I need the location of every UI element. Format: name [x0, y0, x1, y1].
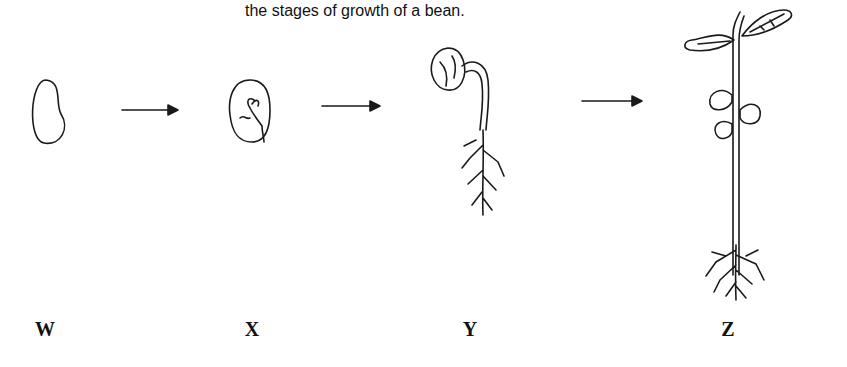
caption-text: the stages of growth of a bean. — [245, 2, 465, 20]
stage-arrow — [322, 105, 370, 107]
germinating-seed — [230, 80, 270, 142]
stage-letter: Y — [463, 318, 477, 341]
hooked-stem — [462, 62, 489, 130]
arrow-head — [632, 96, 642, 106]
stage-letter: Z — [721, 318, 734, 341]
cotyledon — [710, 91, 732, 110]
root — [462, 130, 504, 215]
root — [706, 245, 764, 300]
bean-seed — [33, 80, 65, 143]
stage-arrow — [122, 109, 168, 111]
stage-letter: X — [245, 318, 259, 341]
cotyledon — [715, 122, 732, 139]
stem — [733, 12, 744, 275]
stage-letter: W — [35, 318, 55, 341]
cotyledon — [740, 104, 760, 123]
arrow-head — [370, 101, 380, 111]
stage-arrow — [582, 100, 632, 102]
arrow-head — [168, 105, 178, 115]
cotyledon — [431, 48, 464, 90]
leaf-vein — [698, 14, 784, 44]
seed-coat-line — [240, 117, 250, 119]
cotyledon-line — [440, 56, 455, 86]
radicle — [248, 99, 264, 142]
